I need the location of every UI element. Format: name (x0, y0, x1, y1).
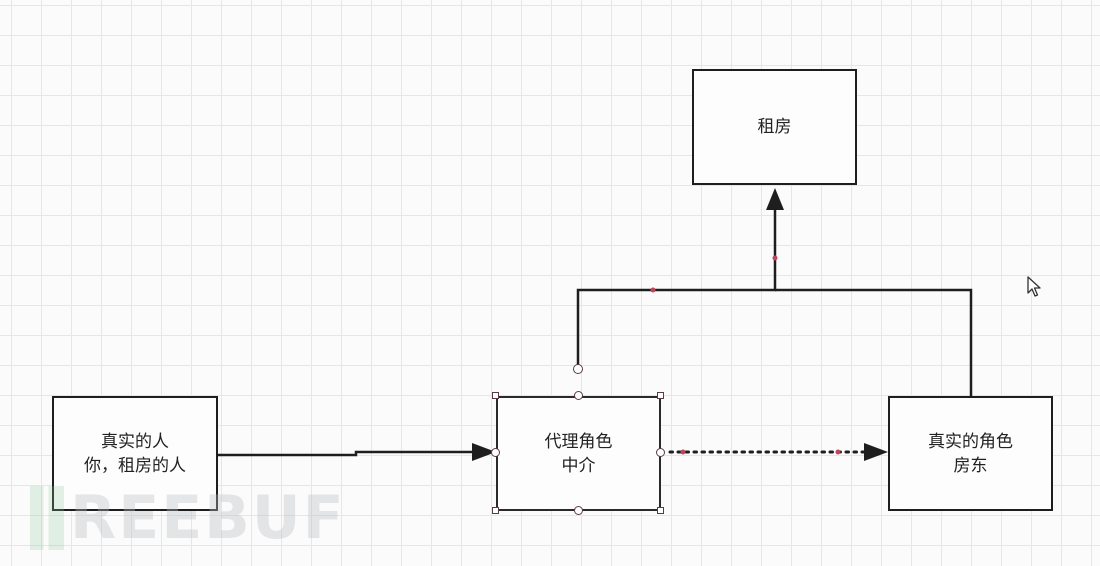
connector-anchor-handle[interactable] (573, 364, 583, 374)
edge-waypoint-dot (772, 255, 778, 261)
edge-waypoint-dot (650, 287, 656, 293)
arrowhead-to-rent (766, 188, 784, 210)
node-rent[interactable]: 租房 (692, 69, 857, 185)
mouse-pointer-icon (1027, 276, 1041, 297)
edge-waypoint-dot (835, 449, 841, 455)
edge-landlord-to-rent[interactable] (775, 288, 973, 396)
edge-you-to-agent[interactable] (218, 450, 478, 457)
resize-handle-right[interactable] (656, 448, 665, 457)
node-real-person-label-2: 你，租房的人 (84, 455, 186, 476)
arrowhead-to-landlord (864, 443, 888, 461)
node-proxy-agent-label-2: 中介 (561, 455, 596, 476)
resize-handle-bottom[interactable] (574, 506, 583, 515)
resize-handle-left[interactable] (491, 448, 500, 457)
node-proxy-agent[interactable]: 代理角色 中介 (496, 396, 661, 511)
node-real-person-label-1: 真实的人 (101, 431, 169, 452)
node-real-landlord-label-1: 真实的角色 (928, 431, 1013, 452)
resize-handle-top-right[interactable] (657, 392, 664, 399)
resize-handle-top[interactable] (574, 391, 583, 400)
node-real-person[interactable]: 真实的人 你，租房的人 (52, 396, 218, 511)
resize-handle-bottom-right[interactable] (657, 507, 664, 514)
resize-handle-bottom-left[interactable] (492, 507, 499, 514)
node-real-landlord-label-2: 房东 (953, 455, 988, 476)
edge-waypoint-dot (680, 449, 686, 455)
resize-handle-top-left[interactable] (492, 392, 499, 399)
edge-agent-to-rent[interactable] (576, 206, 777, 370)
node-real-landlord[interactable]: 真实的角色 房东 (888, 396, 1053, 511)
node-proxy-agent-label-1: 代理角色 (544, 431, 613, 452)
node-rent-label: 租房 (757, 117, 792, 137)
